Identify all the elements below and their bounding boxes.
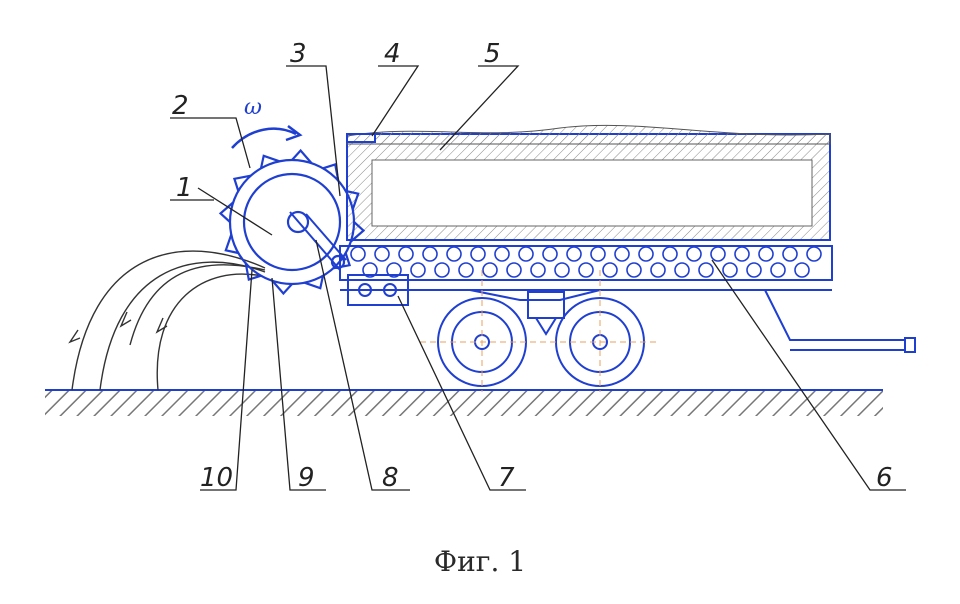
conveyor-roller	[554, 262, 570, 278]
wheel-centerlines	[420, 270, 660, 392]
front-panel-4	[346, 133, 376, 143]
rotor-tooth	[232, 174, 252, 192]
conveyor-roller	[458, 262, 474, 278]
chassis	[340, 274, 916, 353]
conveyor-roller	[590, 246, 606, 262]
conveyor-roller	[482, 262, 498, 278]
callout-5: 5	[484, 39, 501, 69]
conveyor-roller	[410, 262, 426, 278]
conveyor-roller	[806, 246, 822, 262]
conveyor-roller	[650, 262, 666, 278]
ground	[45, 389, 883, 416]
rotation-arrow	[231, 127, 297, 149]
callout-7: 7	[498, 463, 515, 493]
trailer-body	[346, 124, 831, 241]
conveyor-roller	[722, 262, 738, 278]
conveyor-roller	[578, 262, 594, 278]
rotor-tooth	[218, 201, 234, 223]
conveyor-roller	[494, 246, 510, 262]
callout-4: 4	[384, 39, 401, 69]
conveyor-roller	[710, 246, 726, 262]
conveyor-roller	[638, 246, 654, 262]
rotor-tooth	[224, 234, 239, 255]
callout-10: 10	[200, 463, 233, 493]
conveyor-roller	[662, 246, 678, 262]
conveyor-roller	[506, 262, 522, 278]
callout-2: 2	[172, 91, 189, 121]
conveyor-roller	[470, 246, 486, 262]
conveyor-roller	[602, 262, 618, 278]
conveyor-roller	[566, 246, 582, 262]
conveyor-roller	[530, 262, 546, 278]
rotor-tooth	[291, 148, 313, 164]
rotor-tooth	[345, 189, 360, 210]
rotor-tooth	[271, 280, 293, 296]
callout-numbers: 1 2 3 4 5 6 7 8 9 10	[172, 39, 893, 493]
figure-caption: Фиг. 1	[433, 545, 527, 578]
conveyor-roller	[794, 262, 810, 278]
omega-label: ω	[244, 95, 262, 120]
conveyor-roller	[374, 246, 390, 262]
rotor-drum	[218, 148, 366, 296]
conveyor-roller	[386, 262, 402, 278]
conveyor-roller	[350, 246, 366, 262]
conveyor-roller	[686, 246, 702, 262]
callout-1: 1	[176, 173, 193, 203]
rotation-arrowhead	[285, 125, 303, 142]
conveyor-roller	[698, 262, 714, 278]
rotor-tooth	[350, 221, 366, 243]
conveyor-roller	[626, 262, 642, 278]
conveyor-roller	[674, 262, 690, 278]
conveyor-roller	[446, 246, 462, 262]
conveyor-roller	[542, 246, 558, 262]
conveyor-roller	[782, 246, 798, 262]
rotor-tooth	[244, 262, 262, 282]
callout-8: 8	[382, 463, 399, 493]
conveyor-roller	[398, 246, 414, 262]
rotor-tooth	[259, 154, 280, 169]
conveyor-roller	[734, 246, 750, 262]
conveyor-roller	[422, 246, 438, 262]
spread-trajectories	[68, 250, 266, 391]
conveyor-roller	[758, 246, 774, 262]
callout-6: 6	[876, 463, 893, 493]
conveyor-roller	[770, 262, 786, 278]
conveyor-roller	[434, 262, 450, 278]
floor-conveyor	[339, 245, 833, 281]
conveyor-roller	[746, 262, 762, 278]
rotor-tooth	[304, 275, 325, 290]
callout-3: 3	[290, 39, 307, 69]
load-cavity	[371, 159, 813, 227]
conveyor-roller	[518, 246, 534, 262]
leader-lines	[170, 65, 906, 491]
conveyor-roller	[614, 246, 630, 262]
conveyor-roller	[362, 262, 378, 278]
callout-9: 9	[298, 463, 315, 493]
